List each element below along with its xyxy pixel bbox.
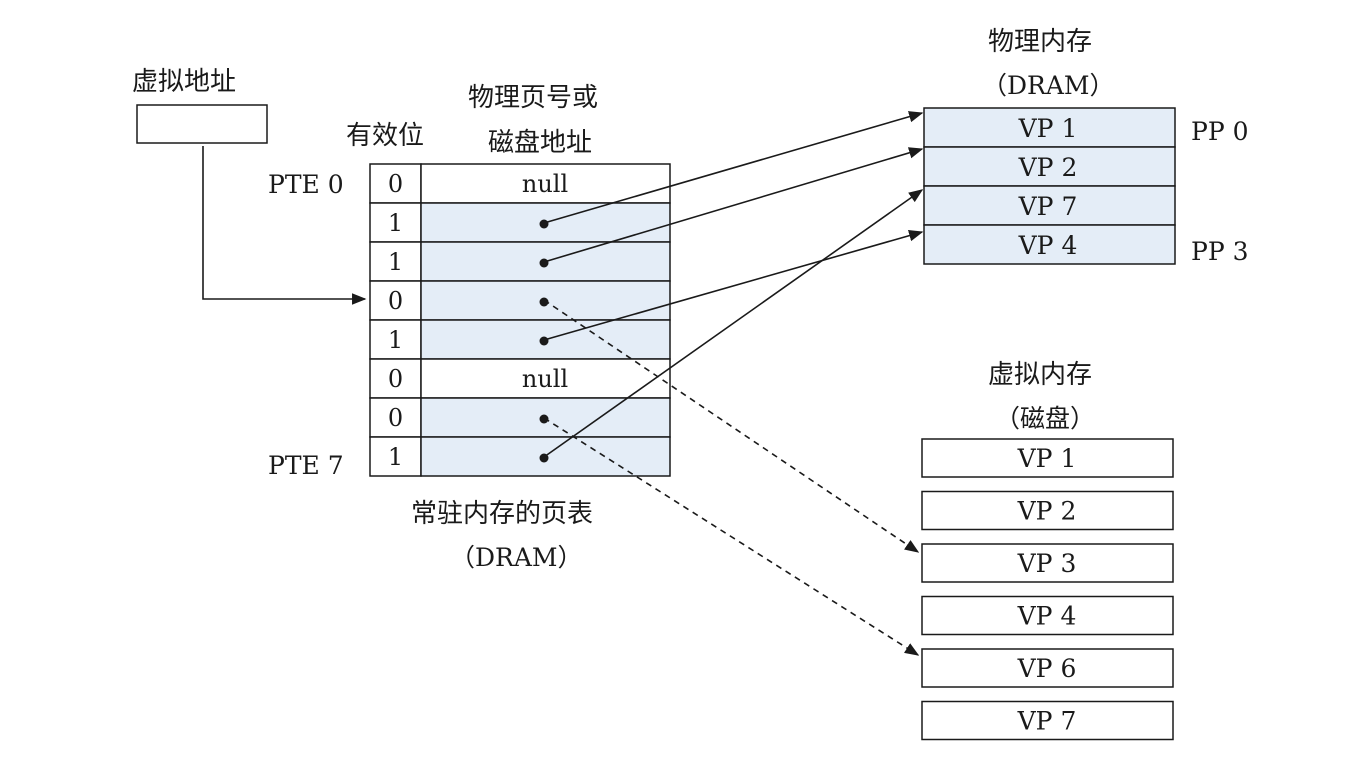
ppn-header-line2: 磁盘地址 [488,128,592,158]
physical-page-label: VP 7 [1018,192,1078,221]
pp-last-label: PP 3 [1191,237,1249,266]
valid-bit-value: 0 [388,404,403,432]
mapping-arrow-vp1 [543,111,924,224]
table-row: 0 [369,280,671,321]
virtual-memory-title: 虚拟内存 [988,360,1092,390]
disk-page-label: VP 4 [1017,602,1077,631]
pointer-dot [539,219,549,229]
disk-arrow-vp6 [543,417,920,656]
virtual-address-box [136,104,268,144]
physical-page [923,224,1176,265]
disk-page [921,490,1174,531]
pointer-dot [539,336,549,346]
table-row: 0 [369,397,671,438]
pte-last-label: PTE 7 [268,451,344,480]
disk-page [921,543,1174,583]
valid-bit-value: 0 [388,365,403,393]
valid-bit-header: 有效位 [346,121,424,151]
pointer-dot [539,258,549,268]
mapping-arrow-vp2 [543,147,924,263]
physical-memory-subtitle: （DRAM） [982,71,1115,100]
valid-cell [369,397,422,438]
table-row: 1 [369,202,671,243]
valid-cell [369,436,422,477]
disk-page [921,700,1174,741]
pointer-dot [539,414,549,424]
address-cell [420,280,671,321]
valid-cell [369,163,422,204]
null-address: null [522,170,568,198]
valid-bit-value: 1 [388,443,403,471]
disk-page-label: VP 6 [1017,654,1077,683]
valid-bit-value: 0 [388,170,403,198]
table-row: 1 [369,241,671,282]
disk-page [921,648,1174,688]
disk-arrow-vp3 [543,299,920,553]
physical-memory: VP 1 VP 2 VP 7 VP 4 [923,107,1176,265]
table-row: 1 [369,436,671,477]
page-table: 0 null 1 1 0 1 0 null 0 1 [369,163,671,477]
pp-first-label: PP 0 [1191,117,1249,146]
physical-memory-title: 物理内存 [988,27,1092,57]
physical-page-label: VP 1 [1018,114,1078,143]
pointer-dot [539,297,549,307]
virtual-memory: VP 1 VP 2 VP 3 VP 4 VP 6 VP 7 [921,438,1174,741]
disk-page [921,438,1174,478]
physical-page [923,146,1176,187]
disk-page-label: VP 1 [1017,444,1077,473]
disk-page-label: VP 7 [1017,707,1077,736]
mapping-arrow-vp4 [543,230,924,341]
disk-page-label: VP 3 [1017,549,1077,578]
valid-cell [369,358,422,399]
virtual-address-label: 虚拟地址 [132,67,236,97]
address-cell [420,358,671,399]
physical-page-label: VP 2 [1018,153,1078,182]
table-row: 0 null [369,358,671,399]
physical-page [923,185,1176,226]
page-table-title: 常驻内存的页表 [411,499,593,529]
page-table-subtitle: （DRAM） [450,543,583,572]
ppn-header-line1: 物理页号或 [468,83,598,113]
valid-bit-value: 1 [388,248,403,276]
virtual-address-arrow [202,146,367,305]
table-row: 1 [369,319,671,360]
disk-page-label: VP 2 [1017,497,1077,526]
pte-first-label: PTE 0 [268,170,344,199]
valid-bit-value: 1 [388,326,403,354]
physical-page-label: VP 4 [1018,231,1078,260]
mapping-arrow-vp7 [543,189,924,458]
disk-page [921,595,1174,636]
valid-bit-value: 1 [388,209,403,237]
address-cell [420,163,671,204]
virtual-memory-subtitle: （磁盘） [995,404,1095,433]
null-address: null [522,365,568,393]
valid-cell [369,319,422,360]
table-row: 0 null [369,163,671,204]
valid-bit-value: 0 [388,287,403,315]
